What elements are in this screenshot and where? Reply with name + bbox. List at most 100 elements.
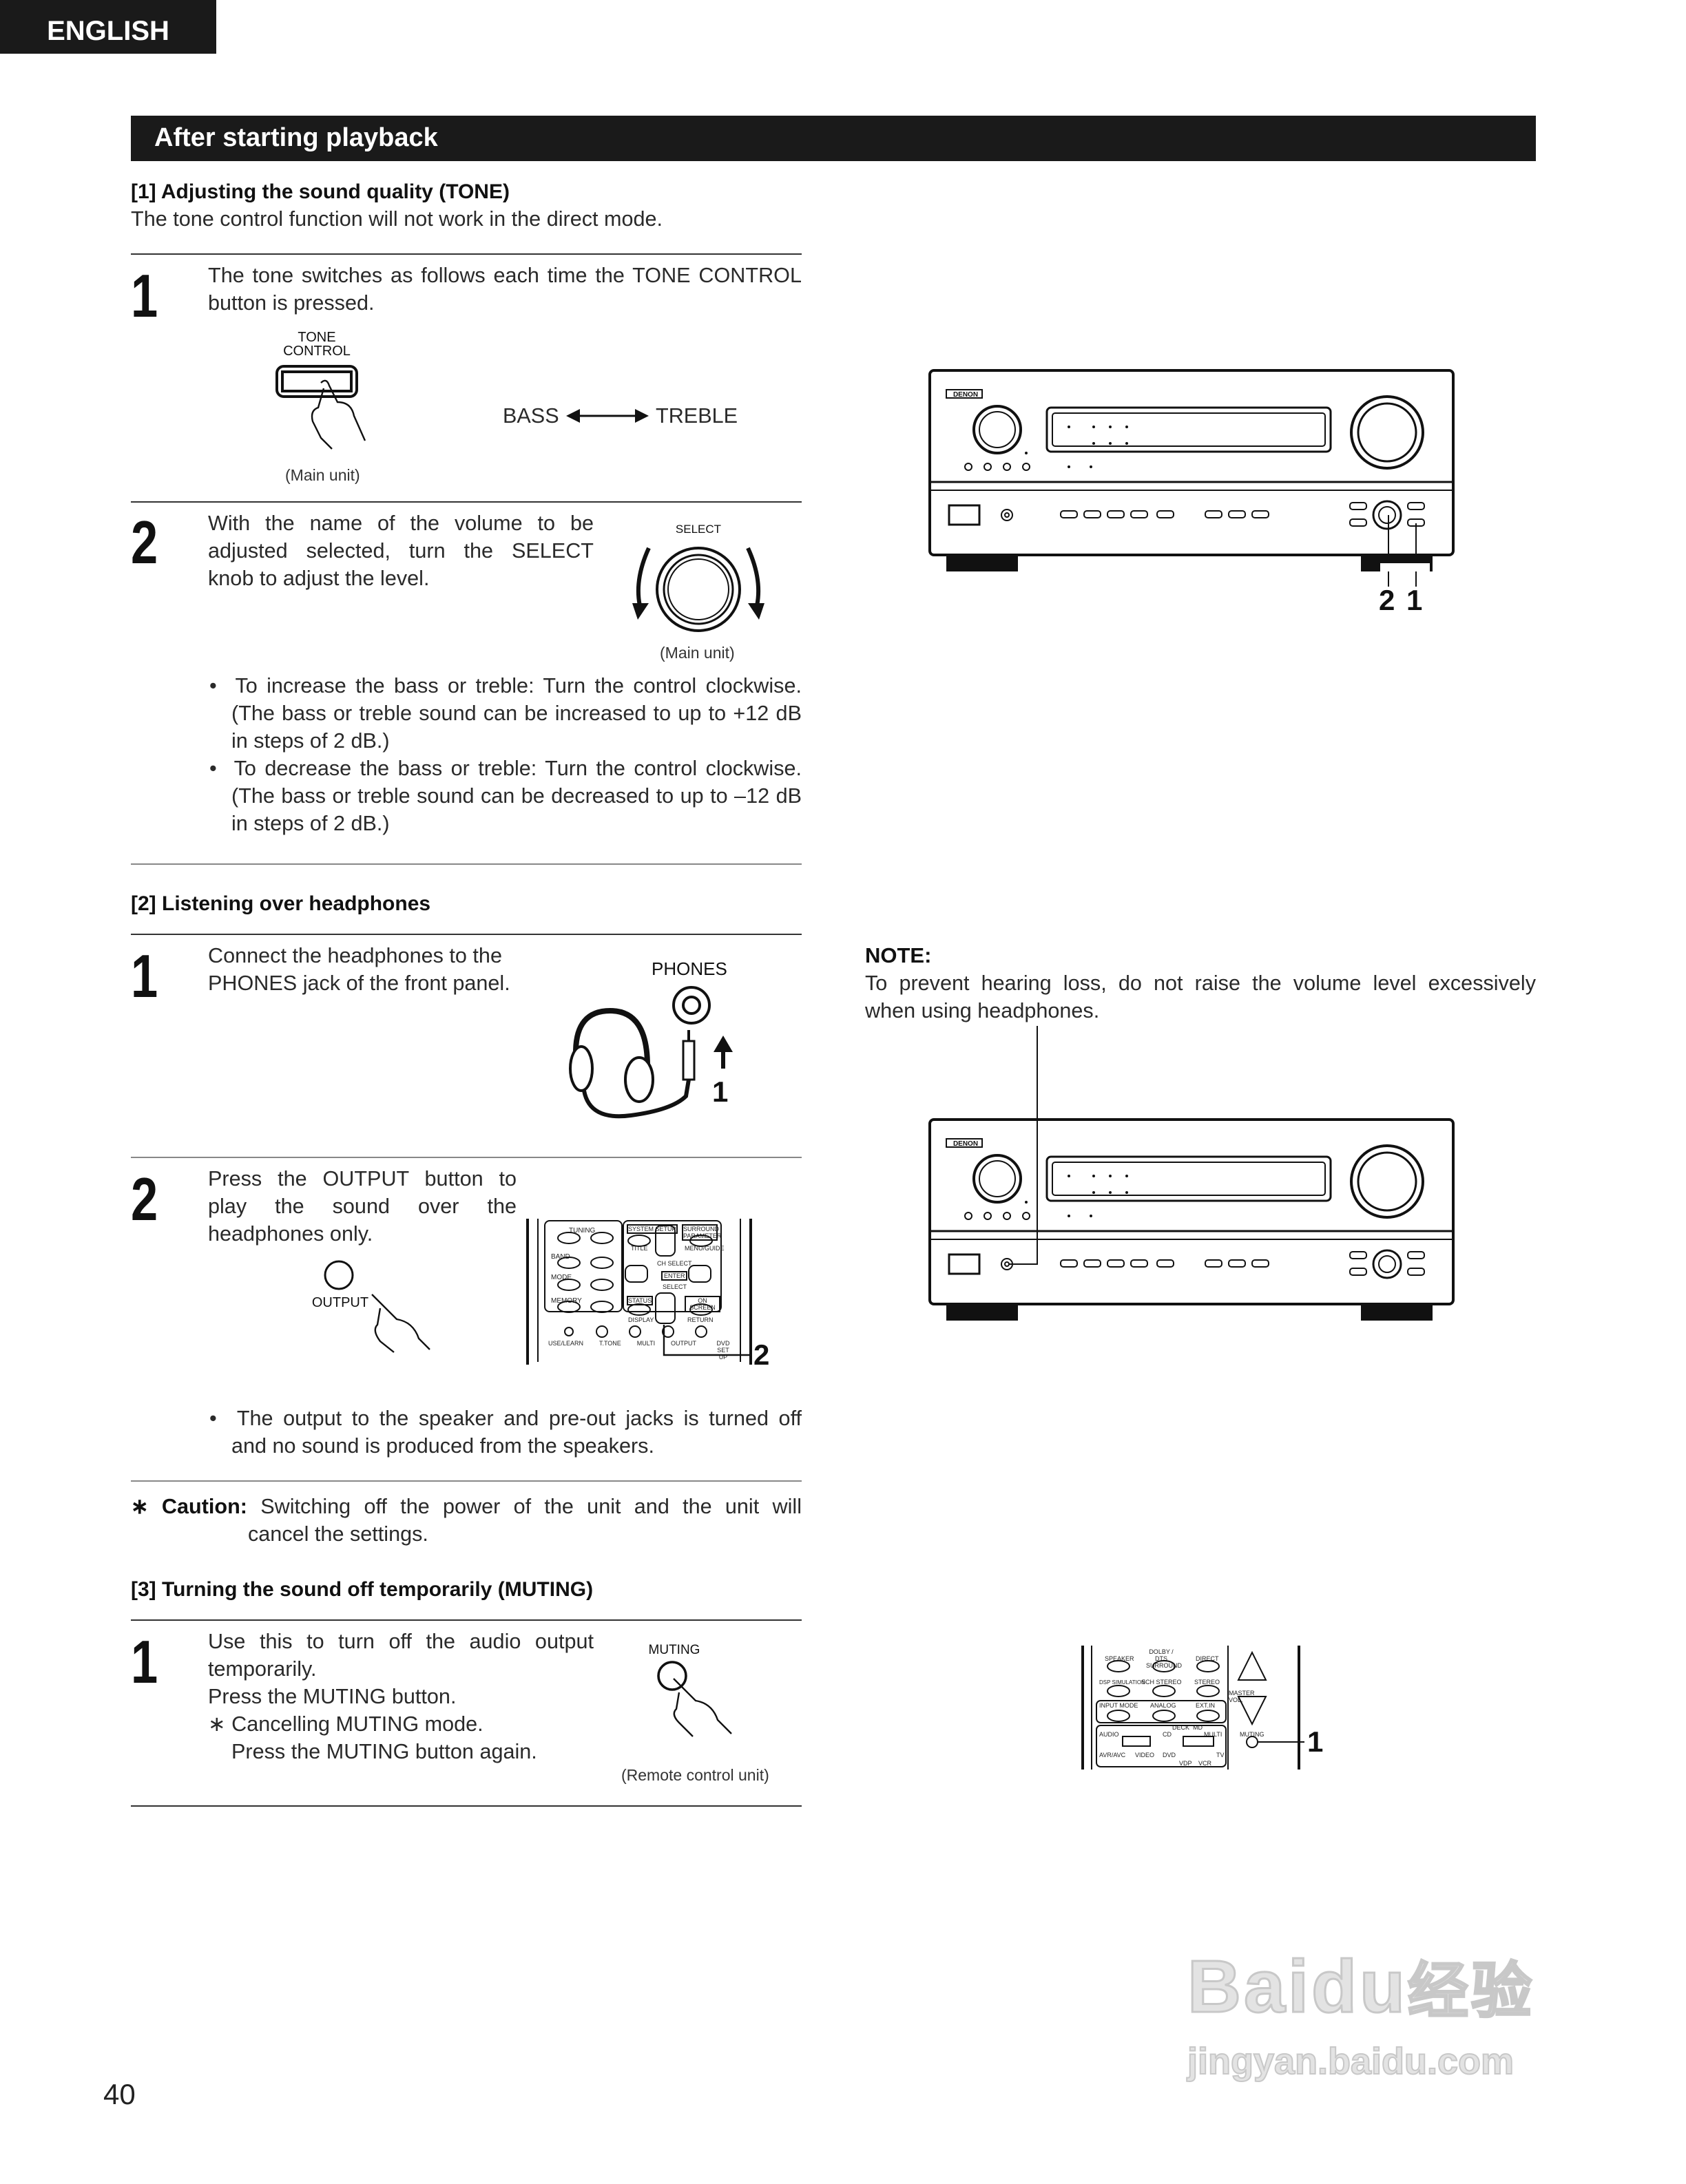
divider xyxy=(131,934,802,935)
label: STEREO xyxy=(1194,1679,1220,1686)
label: OUTPUT xyxy=(671,1340,697,1347)
label: ON SCREEN xyxy=(685,1296,720,1312)
label-line: TONE xyxy=(298,330,336,346)
text-line: The tone switches as follows each time t… xyxy=(208,264,802,288)
divider xyxy=(131,1157,802,1158)
section-title: After starting playback xyxy=(131,116,1536,161)
tone-bullets: • To increase the bass or treble: Turn t… xyxy=(209,673,802,839)
label-line: CONTROL xyxy=(283,344,351,359)
text-line: PHONES jack of the front panel. xyxy=(208,972,510,996)
callout-number: 2 xyxy=(753,1340,770,1372)
watermark-text: 经验 xyxy=(1407,1957,1535,2027)
label: MD xyxy=(1193,1724,1203,1731)
step-text: Use this to turn off the audio output te… xyxy=(208,1629,594,1767)
muting-button-hand-icon xyxy=(657,1661,732,1737)
label: SYSTEM SETUP xyxy=(627,1224,678,1234)
label: DECK xyxy=(1172,1724,1190,1731)
output-button-hand-icon xyxy=(324,1260,430,1353)
text-line: knob to adjust the level. xyxy=(208,567,430,591)
divider xyxy=(131,253,802,255)
remote-body xyxy=(1091,1646,1229,1770)
text-line: (The bass or treble sound can be increas… xyxy=(231,702,802,726)
step-number: 2 xyxy=(131,510,158,577)
remote-control-illustration: SPEAKER DOLBY / DTS SURROUND DIRECT DSP … xyxy=(1081,1646,1304,1770)
remote-bottom-labels: USE/LEARN T.TONE MULTI OUTPUT DVD SET UP xyxy=(548,1340,734,1361)
label: DVD xyxy=(1163,1752,1176,1758)
label: SPEAKER xyxy=(1105,1655,1134,1662)
label: VIDEO xyxy=(1135,1752,1155,1758)
callout-line xyxy=(663,1325,752,1356)
tone-control-button-hand-icon xyxy=(275,365,366,450)
tone-control-label: TONE CONTROL xyxy=(269,330,365,359)
tuning-panel: TUNING BAND MODE MEMORY xyxy=(544,1220,623,1312)
brand-logo: DENON xyxy=(953,1140,979,1148)
text-span: Switching off the power of the unit and … xyxy=(260,1495,802,1519)
label: ANALOG xyxy=(1150,1702,1176,1709)
step-number: 1 xyxy=(131,263,158,330)
bullet-item: • To decrease the bass or treble: Turn t… xyxy=(209,756,802,839)
phones-label: PHONES xyxy=(652,958,727,979)
label: AVR/AVC xyxy=(1099,1752,1126,1758)
label: BAND xyxy=(551,1253,570,1261)
label: DVD SET UP xyxy=(716,1340,730,1361)
remote-buttons xyxy=(557,1225,713,1338)
step-text: With the name of the volume to be adjust… xyxy=(208,511,594,594)
select-knob-rotate-icon xyxy=(632,547,764,632)
note-text: To prevent hearing loss, do not raise th… xyxy=(865,971,1536,1026)
label: SELECT xyxy=(663,1283,687,1290)
text-line: ∗ Caution: Switching off the power of th… xyxy=(131,1494,802,1522)
text-line: in steps of 2 dB.) xyxy=(231,812,390,836)
headphones-heading: [2] Listening over headphones xyxy=(131,892,431,916)
caption: (Main unit) xyxy=(660,646,735,662)
headphones-plug-icon xyxy=(569,986,733,1119)
callout-number: 1 xyxy=(1406,585,1423,617)
text-span: To decrease the bass or treble: Turn the… xyxy=(233,757,802,781)
brand-logo: DENON xyxy=(953,391,979,399)
text-line: • The output to the speaker and pre-out … xyxy=(209,1407,802,1431)
text-line: Connect the headphones to the xyxy=(208,945,502,968)
page-number: 40 xyxy=(103,2079,136,2111)
remote-buttons xyxy=(1096,1650,1304,1767)
label: VDP xyxy=(1179,1760,1192,1767)
step-number: 1 xyxy=(131,943,158,1011)
callout-number: 1 xyxy=(1307,1727,1324,1758)
label: MULTI xyxy=(1204,1731,1222,1738)
note-heading: NOTE: xyxy=(865,945,932,968)
muting-heading: [3] Turning the sound off temporarily (M… xyxy=(131,1578,594,1602)
step-text: Connect the headphones to the PHONES jac… xyxy=(208,943,510,998)
text-line: when using headphones. xyxy=(865,1000,1100,1023)
enter-button: ENTER xyxy=(661,1271,688,1281)
text-span: To increase the bass or treble: Turn the… xyxy=(235,675,802,698)
remote-body xyxy=(537,1219,741,1362)
label: DISPLAY xyxy=(628,1316,654,1323)
label: VCR xyxy=(1198,1760,1212,1767)
divider xyxy=(131,1619,802,1621)
text-line: in steps of 2 dB.) xyxy=(231,730,390,753)
step-number: 1 xyxy=(131,1629,158,1697)
text-line: ∗ Cancelling MUTING mode. xyxy=(208,1713,483,1736)
label: RETURN xyxy=(687,1316,714,1323)
label: AUDIO xyxy=(1099,1731,1119,1738)
label: DSP SIMULATION xyxy=(1099,1679,1145,1686)
label: TV xyxy=(1216,1752,1225,1758)
label: USE/LEARN xyxy=(548,1340,584,1347)
label: DOLBY / DTS SURROUND xyxy=(1146,1648,1183,1669)
output-label: OUTPUT xyxy=(311,1296,369,1311)
caption: (Remote control unit) xyxy=(621,1768,769,1785)
double-arrow-icon xyxy=(566,409,649,423)
text-line: Press the MUTING button again. xyxy=(231,1741,537,1764)
label: CH SELECT xyxy=(657,1260,692,1267)
label: MASTER VOL. xyxy=(1229,1690,1255,1703)
text-line: adjusted selected, turn the SELECT xyxy=(208,540,594,563)
label: MUTING xyxy=(1240,1731,1264,1738)
watermark-url: jingyan.baidu.com xyxy=(1187,2040,1515,2083)
callout-number: 2 xyxy=(1379,585,1395,617)
language-tab: ENGLISH xyxy=(0,0,216,54)
treble-label: TREBLE xyxy=(656,405,738,428)
label: DIRECT xyxy=(1196,1655,1219,1662)
remote-control-illustration: TUNING BAND MODE MEMORY SYSTEM SETUP TIT… xyxy=(526,1219,752,1365)
text-line: headphones only. xyxy=(208,1223,373,1246)
caption: (Main unit) xyxy=(285,468,360,485)
text-line: button is pressed. xyxy=(208,292,375,315)
